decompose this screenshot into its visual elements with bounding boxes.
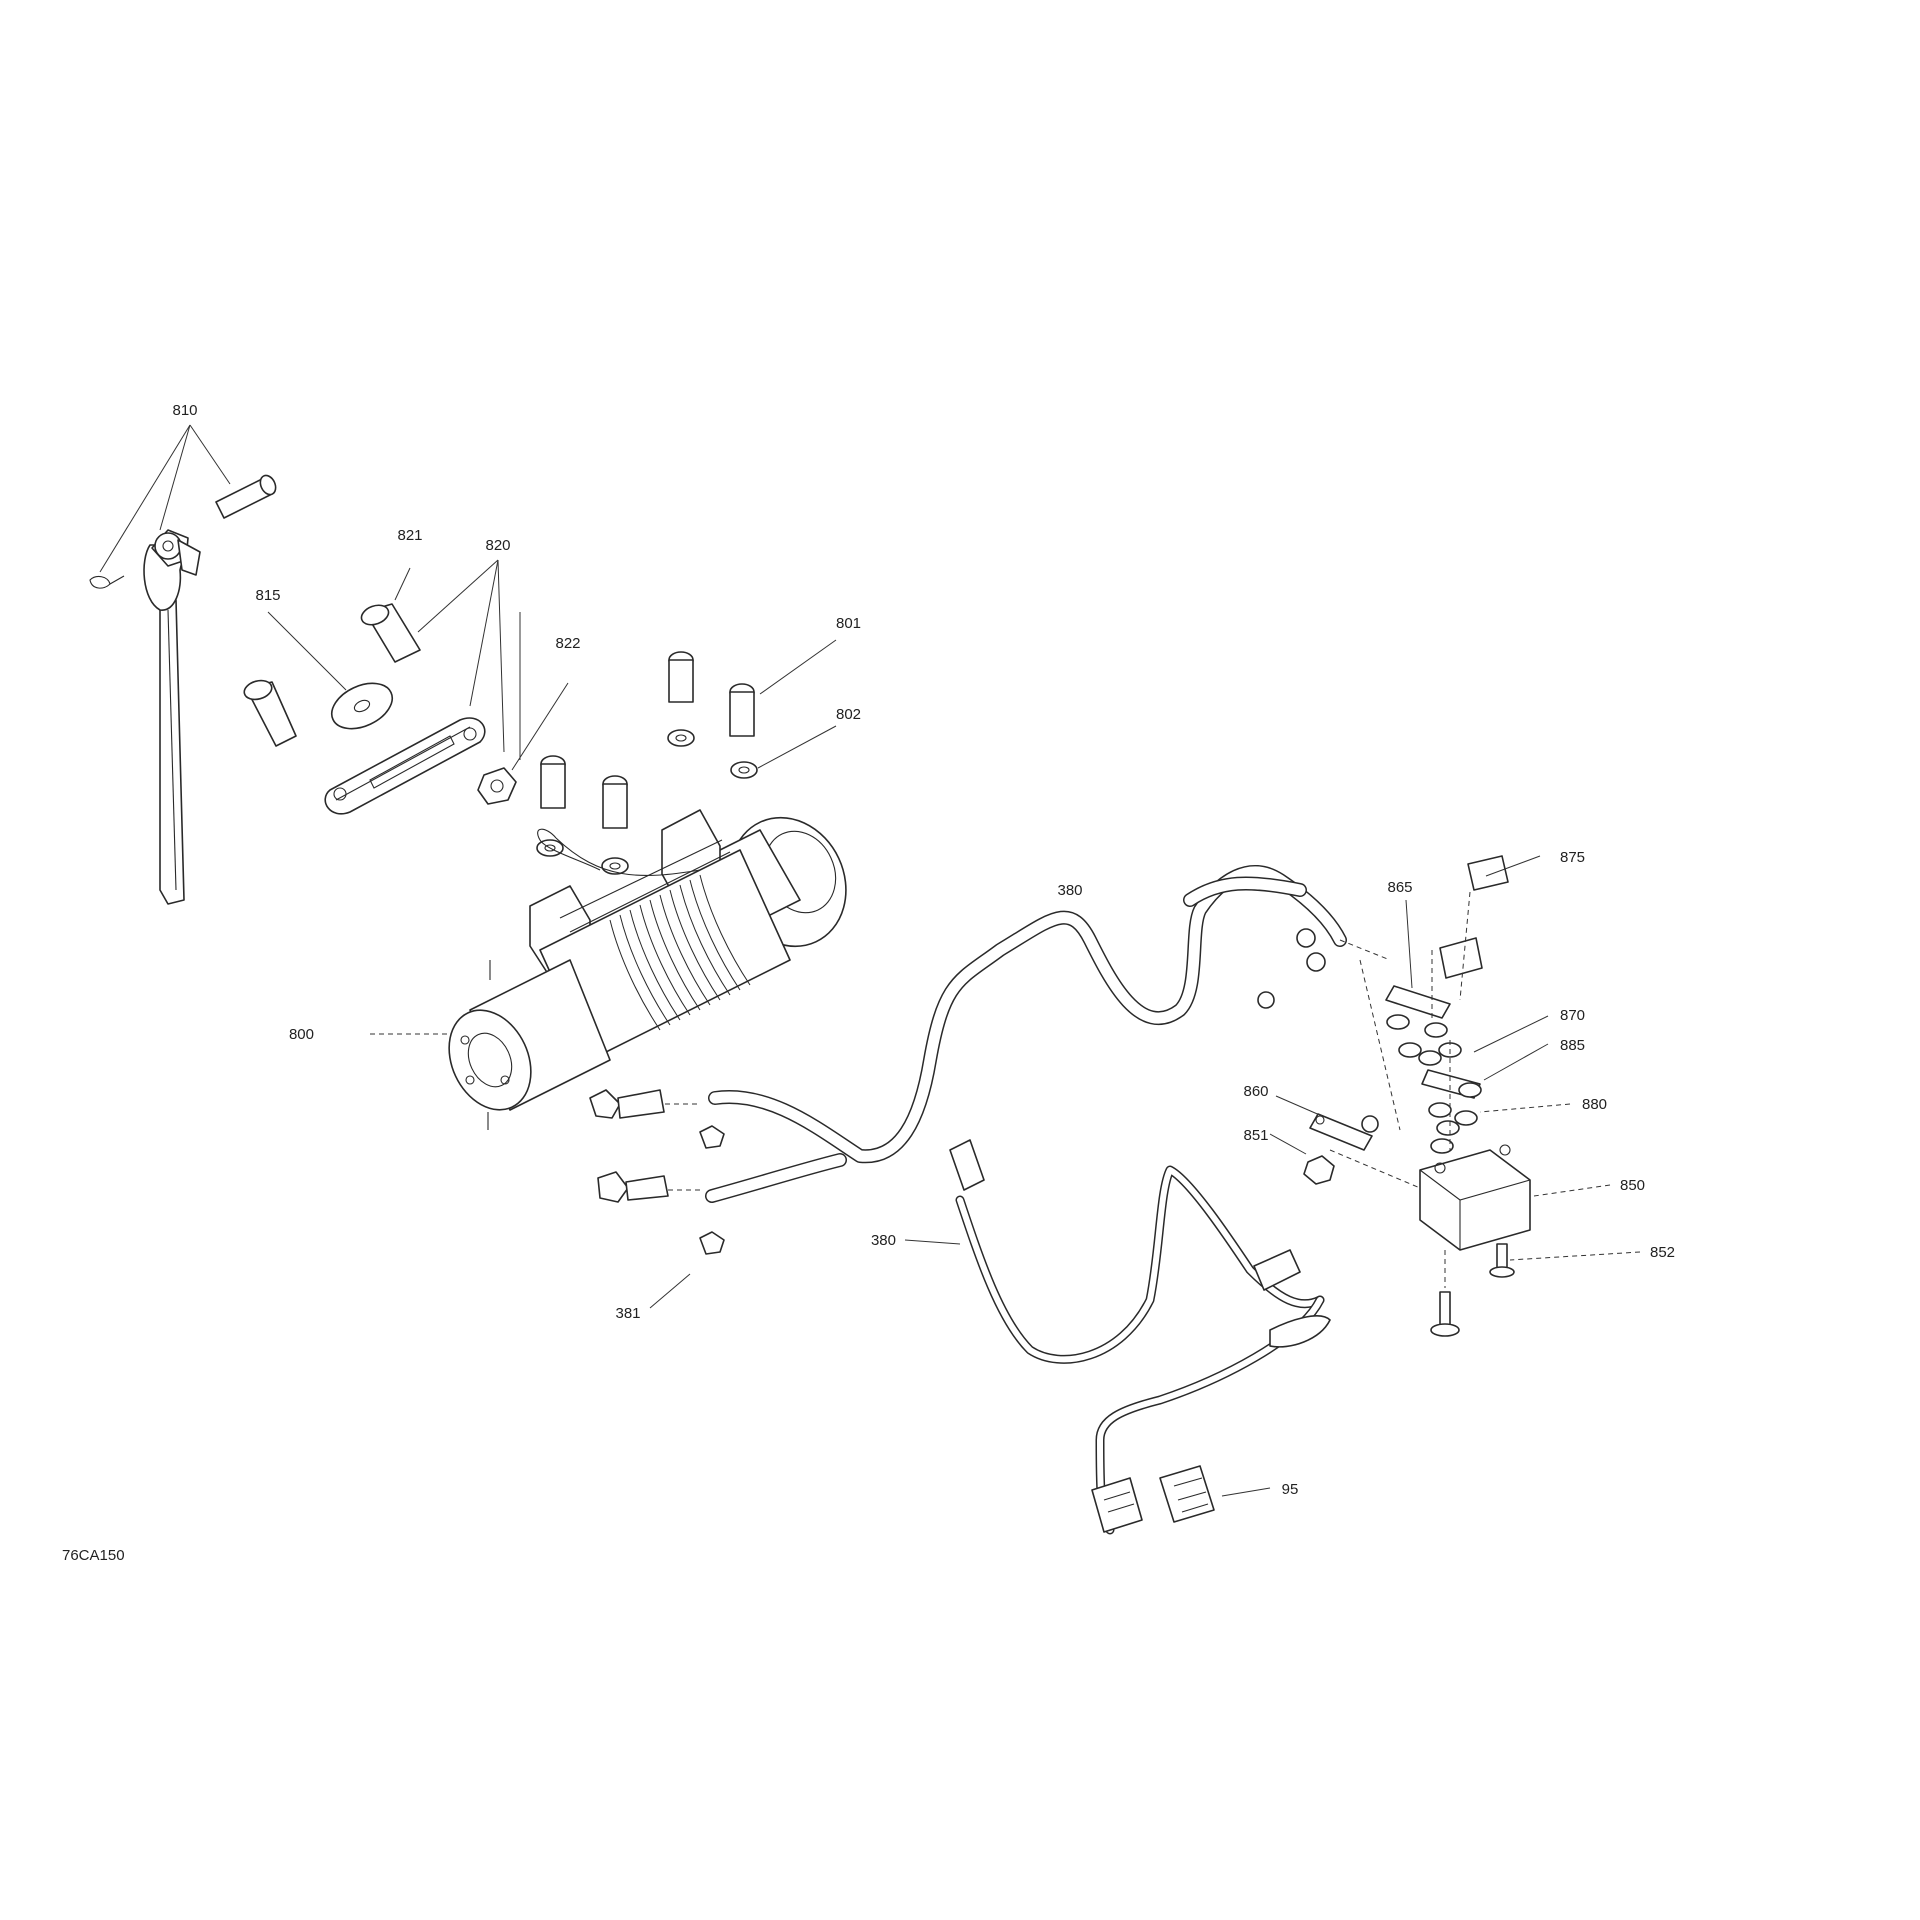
- callout-870: 870: [1560, 1007, 1585, 1024]
- callout-851: 851: [1243, 1127, 1268, 1144]
- callout-810: 810: [172, 402, 197, 419]
- callout-802: 802: [836, 706, 861, 723]
- callout-95: 95: [1282, 1481, 1299, 1498]
- callout-800: 800: [289, 1026, 314, 1043]
- drawing-code: 76CA150: [62, 1547, 125, 1564]
- callout-860: 860: [1243, 1083, 1268, 1100]
- callout-labels: 810 821 820 815 822 801 802 800 380 380 …: [62, 402, 1675, 1564]
- callout-875: 875: [1560, 849, 1585, 866]
- callout-380-upper: 380: [1057, 882, 1082, 899]
- callout-801: 801: [836, 615, 861, 632]
- callout-380-lower: 380: [871, 1232, 896, 1249]
- callout-885: 885: [1560, 1037, 1585, 1054]
- rocker-switch-parts: [1091, 1465, 1271, 1533]
- callout-822: 822: [555, 635, 580, 652]
- callout-815: 815: [255, 587, 280, 604]
- callout-821: 821: [397, 527, 422, 544]
- fairlead-assembly: [243, 559, 569, 815]
- battery-terminals: [589, 1089, 725, 1309]
- hook-strap-assembly: [89, 424, 277, 905]
- contactor-assembly: [1269, 855, 1641, 1337]
- winch-assembly: [370, 809, 847, 1130]
- callout-820: 820: [485, 537, 510, 554]
- callout-381: 381: [615, 1305, 640, 1322]
- winch-drum-coils: [609, 874, 751, 1031]
- callout-852: 852: [1650, 1244, 1675, 1261]
- wiring-harness: [705, 864, 1401, 1535]
- callout-865: 865: [1387, 879, 1412, 896]
- callout-850: 850: [1620, 1177, 1645, 1194]
- callout-880: 880: [1582, 1096, 1607, 1113]
